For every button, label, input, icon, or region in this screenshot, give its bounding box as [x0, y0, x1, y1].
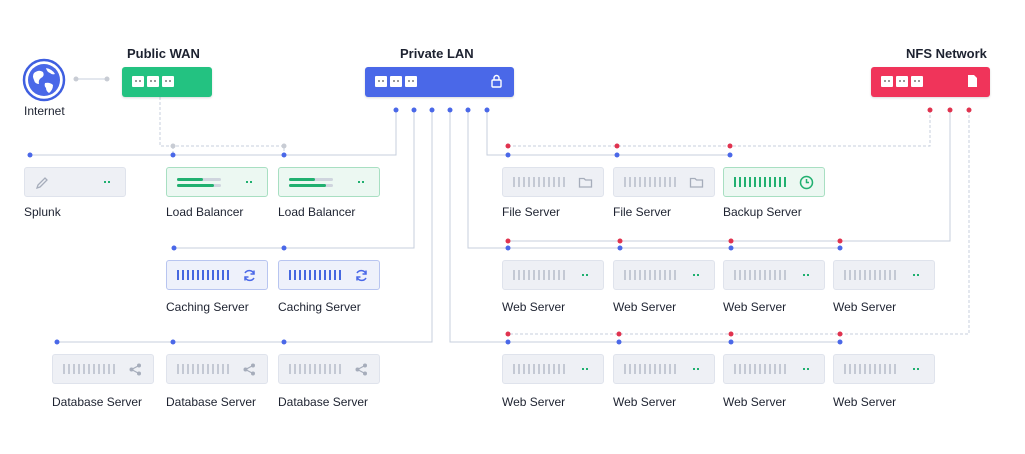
activity-bars	[177, 270, 229, 280]
web-server-node-6[interactable]	[613, 354, 715, 384]
web-server-label-1: Web Server	[502, 300, 566, 314]
file-server-node-2[interactable]	[613, 167, 715, 197]
web-server-label-8: Web Server	[833, 395, 897, 409]
caching-server-node-2[interactable]	[278, 260, 380, 290]
status-dots-icon	[246, 181, 253, 184]
web-server-label-2: Web Server	[613, 300, 677, 314]
web-server-node-3[interactable]	[723, 260, 825, 290]
database-server-label-2: Database Server	[166, 395, 257, 409]
status-dots-icon	[803, 274, 810, 277]
web-server-label-7: Web Server	[723, 395, 787, 409]
web-server-node-8[interactable]	[833, 354, 935, 384]
load-balancer-label-2: Load Balancer	[278, 205, 356, 219]
internet-label: Internet	[24, 104, 65, 118]
caching-server-label-2: Caching Server	[278, 300, 361, 314]
public-wan-title: Public WAN	[127, 46, 200, 61]
clock-icon	[799, 175, 814, 190]
refresh-icon	[356, 269, 367, 282]
activity-bars	[289, 364, 341, 374]
share-icon	[129, 363, 141, 376]
status-dots-icon	[693, 368, 700, 371]
private-lan-title: Private LAN	[400, 46, 474, 61]
activity-bars	[844, 270, 896, 280]
status-dots-icon	[582, 368, 589, 371]
load-bar	[289, 184, 333, 187]
file-server-node-1[interactable]	[502, 167, 604, 197]
web-server-label-4: Web Server	[833, 300, 897, 314]
web-server-node-2[interactable]	[613, 260, 715, 290]
lock-icon	[491, 74, 502, 88]
activity-bars	[844, 364, 896, 374]
file-server-label-1: File Server	[502, 205, 561, 219]
web-server-node-1[interactable]	[502, 260, 604, 290]
status-dots-icon	[693, 274, 700, 277]
web-server-label-5: Web Server	[502, 395, 566, 409]
activity-bars	[513, 270, 565, 280]
database-server-node-1[interactable]	[52, 354, 154, 384]
activity-bars	[734, 270, 786, 280]
web-server-node-5[interactable]	[502, 354, 604, 384]
splunk-node[interactable]	[24, 167, 126, 197]
private-lan-switch[interactable]	[365, 67, 514, 97]
activity-bars	[624, 177, 676, 187]
folder-icon	[578, 177, 593, 188]
status-dots-icon	[803, 368, 810, 371]
status-dots-icon	[913, 368, 920, 371]
load-balancer-node-2[interactable]	[278, 167, 380, 197]
activity-bars	[289, 270, 341, 280]
web-server-label-6: Web Server	[613, 395, 677, 409]
web-server-label-3: Web Server	[723, 300, 787, 314]
backup-server-node[interactable]	[723, 167, 825, 197]
activity-bars	[177, 364, 229, 374]
activity-bars	[734, 177, 786, 187]
activity-bars	[624, 270, 676, 280]
status-dots-icon	[582, 274, 589, 277]
caching-server-label-1: Caching Server	[166, 300, 249, 314]
nfs-network-switch[interactable]	[871, 67, 990, 97]
status-dots-icon	[104, 181, 111, 184]
share-icon	[355, 363, 367, 376]
status-dots-icon	[358, 181, 365, 184]
database-server-node-3[interactable]	[278, 354, 380, 384]
folder-icon	[689, 177, 704, 188]
load-balancer-node-1[interactable]	[166, 167, 268, 197]
database-server-label-3: Database Server	[278, 395, 369, 409]
file-server-label-2: File Server	[613, 205, 672, 219]
caching-server-node-1[interactable]	[166, 260, 268, 290]
backup-server-label: Backup Server	[723, 205, 802, 219]
activity-bars	[513, 364, 565, 374]
load-bar	[177, 178, 221, 181]
load-bar	[177, 184, 221, 187]
web-server-node-7[interactable]	[723, 354, 825, 384]
load-bar	[289, 178, 333, 181]
globe-icon	[22, 58, 66, 102]
public-wan-switch[interactable]	[122, 67, 212, 97]
activity-bars	[63, 364, 115, 374]
share-icon	[243, 363, 255, 376]
database-server-node-2[interactable]	[166, 354, 268, 384]
activity-bars	[734, 364, 786, 374]
status-dots-icon	[913, 274, 920, 277]
database-server-label-1: Database Server	[52, 395, 143, 409]
splunk-label: Splunk	[24, 205, 61, 219]
nfs-network-title: NFS Network	[906, 46, 987, 61]
activity-bars	[624, 364, 676, 374]
pencil-icon	[35, 177, 48, 190]
refresh-icon	[244, 269, 255, 282]
document-icon	[968, 75, 977, 87]
load-balancer-label-1: Load Balancer	[166, 205, 244, 219]
activity-bars	[513, 177, 565, 187]
web-server-node-4[interactable]	[833, 260, 935, 290]
